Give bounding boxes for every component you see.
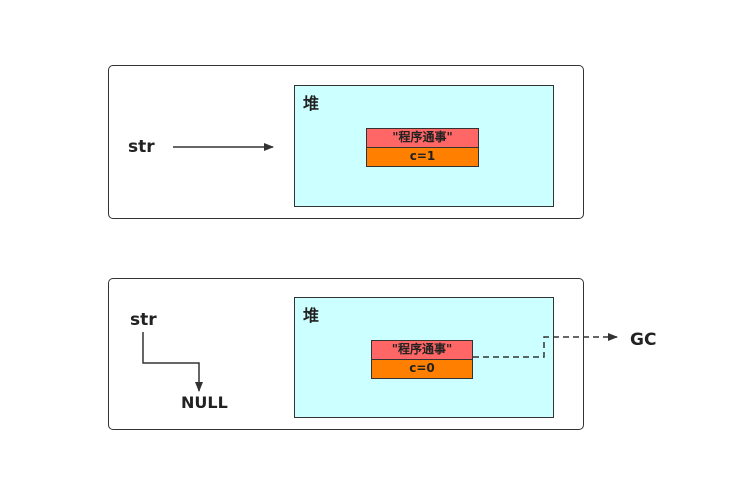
bottom-object-count: c=0 [371, 359, 473, 379]
bottom-str-label: str [130, 310, 157, 330]
top-str-label: str [128, 137, 155, 157]
top-object-count: c=1 [366, 147, 479, 167]
top-object-value: "程序通事" [366, 128, 479, 148]
bottom-heap-object: "程序通事" c=0 [371, 340, 473, 380]
top-heap-object: "程序通事" c=1 [366, 128, 479, 168]
gc-label: GC [630, 330, 657, 350]
null-label: NULL [181, 393, 228, 412]
bottom-heap-label: 堆 [303, 306, 320, 325]
bottom-object-value: "程序通事" [371, 340, 473, 360]
top-heap-label: 堆 [303, 94, 320, 113]
